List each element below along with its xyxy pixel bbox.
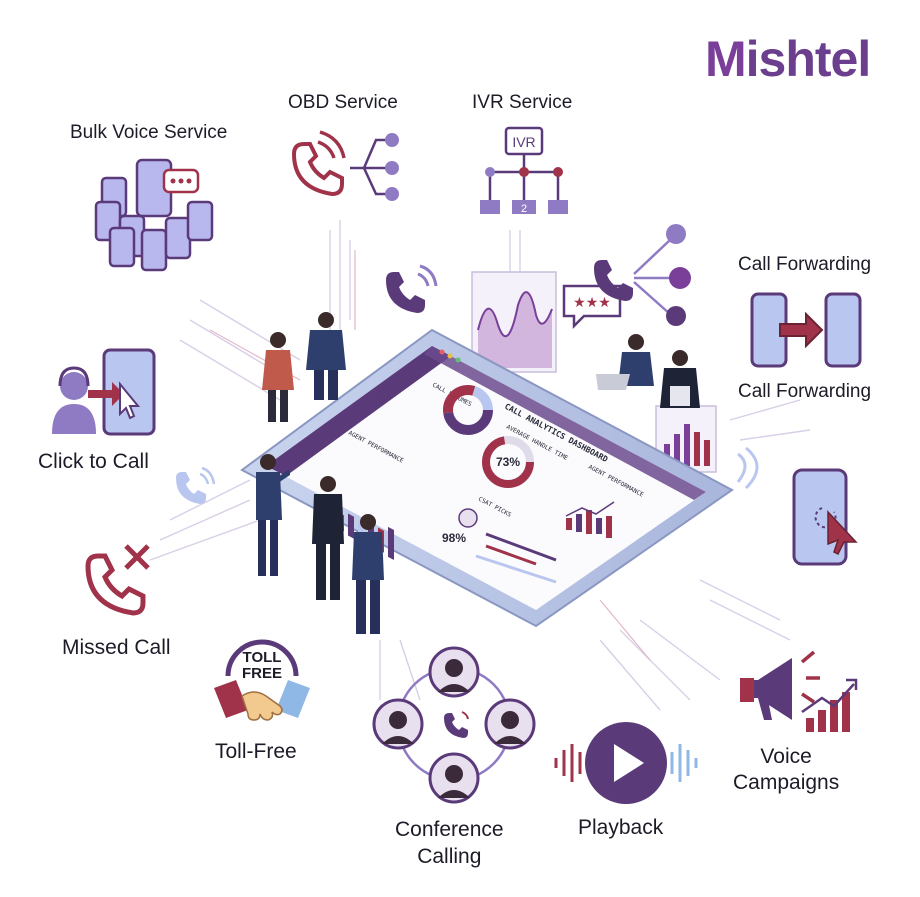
conference-calling-icon bbox=[372, 646, 536, 804]
forward-network-icon bbox=[594, 224, 691, 326]
wave-chart-card-icon bbox=[471, 271, 557, 373]
ivr-box-text: IVR bbox=[512, 134, 535, 150]
toll-free-text-1: TOLL bbox=[243, 649, 282, 666]
missed-call-icon bbox=[85, 544, 150, 616]
click-to-call-label: Click to Call bbox=[38, 450, 149, 473]
call-volume-donut bbox=[443, 385, 493, 435]
man-dark-suit-figure bbox=[312, 476, 344, 600]
toll-free-label: Toll-Free bbox=[215, 740, 297, 763]
click-to-call-icon bbox=[52, 348, 156, 436]
touch-phone-icon bbox=[792, 468, 858, 566]
playback-label: Playback bbox=[578, 816, 664, 839]
csat-value: 98% bbox=[442, 531, 466, 545]
call-forwarding-icon bbox=[750, 292, 862, 368]
ivr-node-text: 2 bbox=[521, 203, 527, 215]
woman-presenter-figure bbox=[262, 332, 294, 422]
bulk-voice-label: Bulk Voice Service bbox=[70, 122, 228, 143]
bulk-phones-icon bbox=[94, 158, 214, 272]
playback-icon bbox=[554, 722, 698, 804]
man-phone-figure bbox=[306, 312, 346, 400]
missed-call-label: Missed Call bbox=[62, 636, 171, 659]
call-forwarding-bottom-label: Call Forwarding bbox=[738, 381, 872, 402]
analytics-tablet: CALL ANALYTICS DASHBOARD CALL VOLUMES AG… bbox=[240, 328, 734, 628]
man-blue-suit-figure bbox=[352, 514, 384, 634]
avg-handle-gauge: 73% bbox=[482, 436, 534, 488]
man-headset-figure bbox=[660, 350, 700, 408]
toll-free-text-2: FREE bbox=[242, 665, 282, 682]
obd-phone-icon bbox=[291, 130, 399, 201]
csat-card: 98% bbox=[442, 508, 557, 584]
woman-pointing-figure bbox=[256, 454, 290, 576]
obd-label: OBD Service bbox=[288, 92, 398, 113]
agent-perf-right-bars bbox=[565, 501, 615, 538]
megaphone-icon bbox=[740, 650, 858, 732]
phone-wave-icon bbox=[386, 264, 438, 313]
toll-free-icon: TOLL FREE bbox=[214, 639, 310, 721]
phone-wave-left-icon bbox=[176, 466, 216, 504]
brand-logo: Mishtel bbox=[705, 31, 871, 87]
ivr-label: IVR Service bbox=[472, 92, 573, 113]
svg-text:★★★: ★★★ bbox=[573, 294, 611, 310]
rating-bubble-icon: ★★★ bbox=[562, 284, 622, 330]
ivr-tree-icon: IVR 2 bbox=[480, 126, 568, 215]
avg-handle-value: 73% bbox=[496, 455, 520, 469]
signal-waves-icon bbox=[736, 446, 759, 490]
call-forwarding-top-label: Call Forwarding bbox=[738, 254, 872, 275]
woman-laptop-figure bbox=[596, 334, 654, 390]
